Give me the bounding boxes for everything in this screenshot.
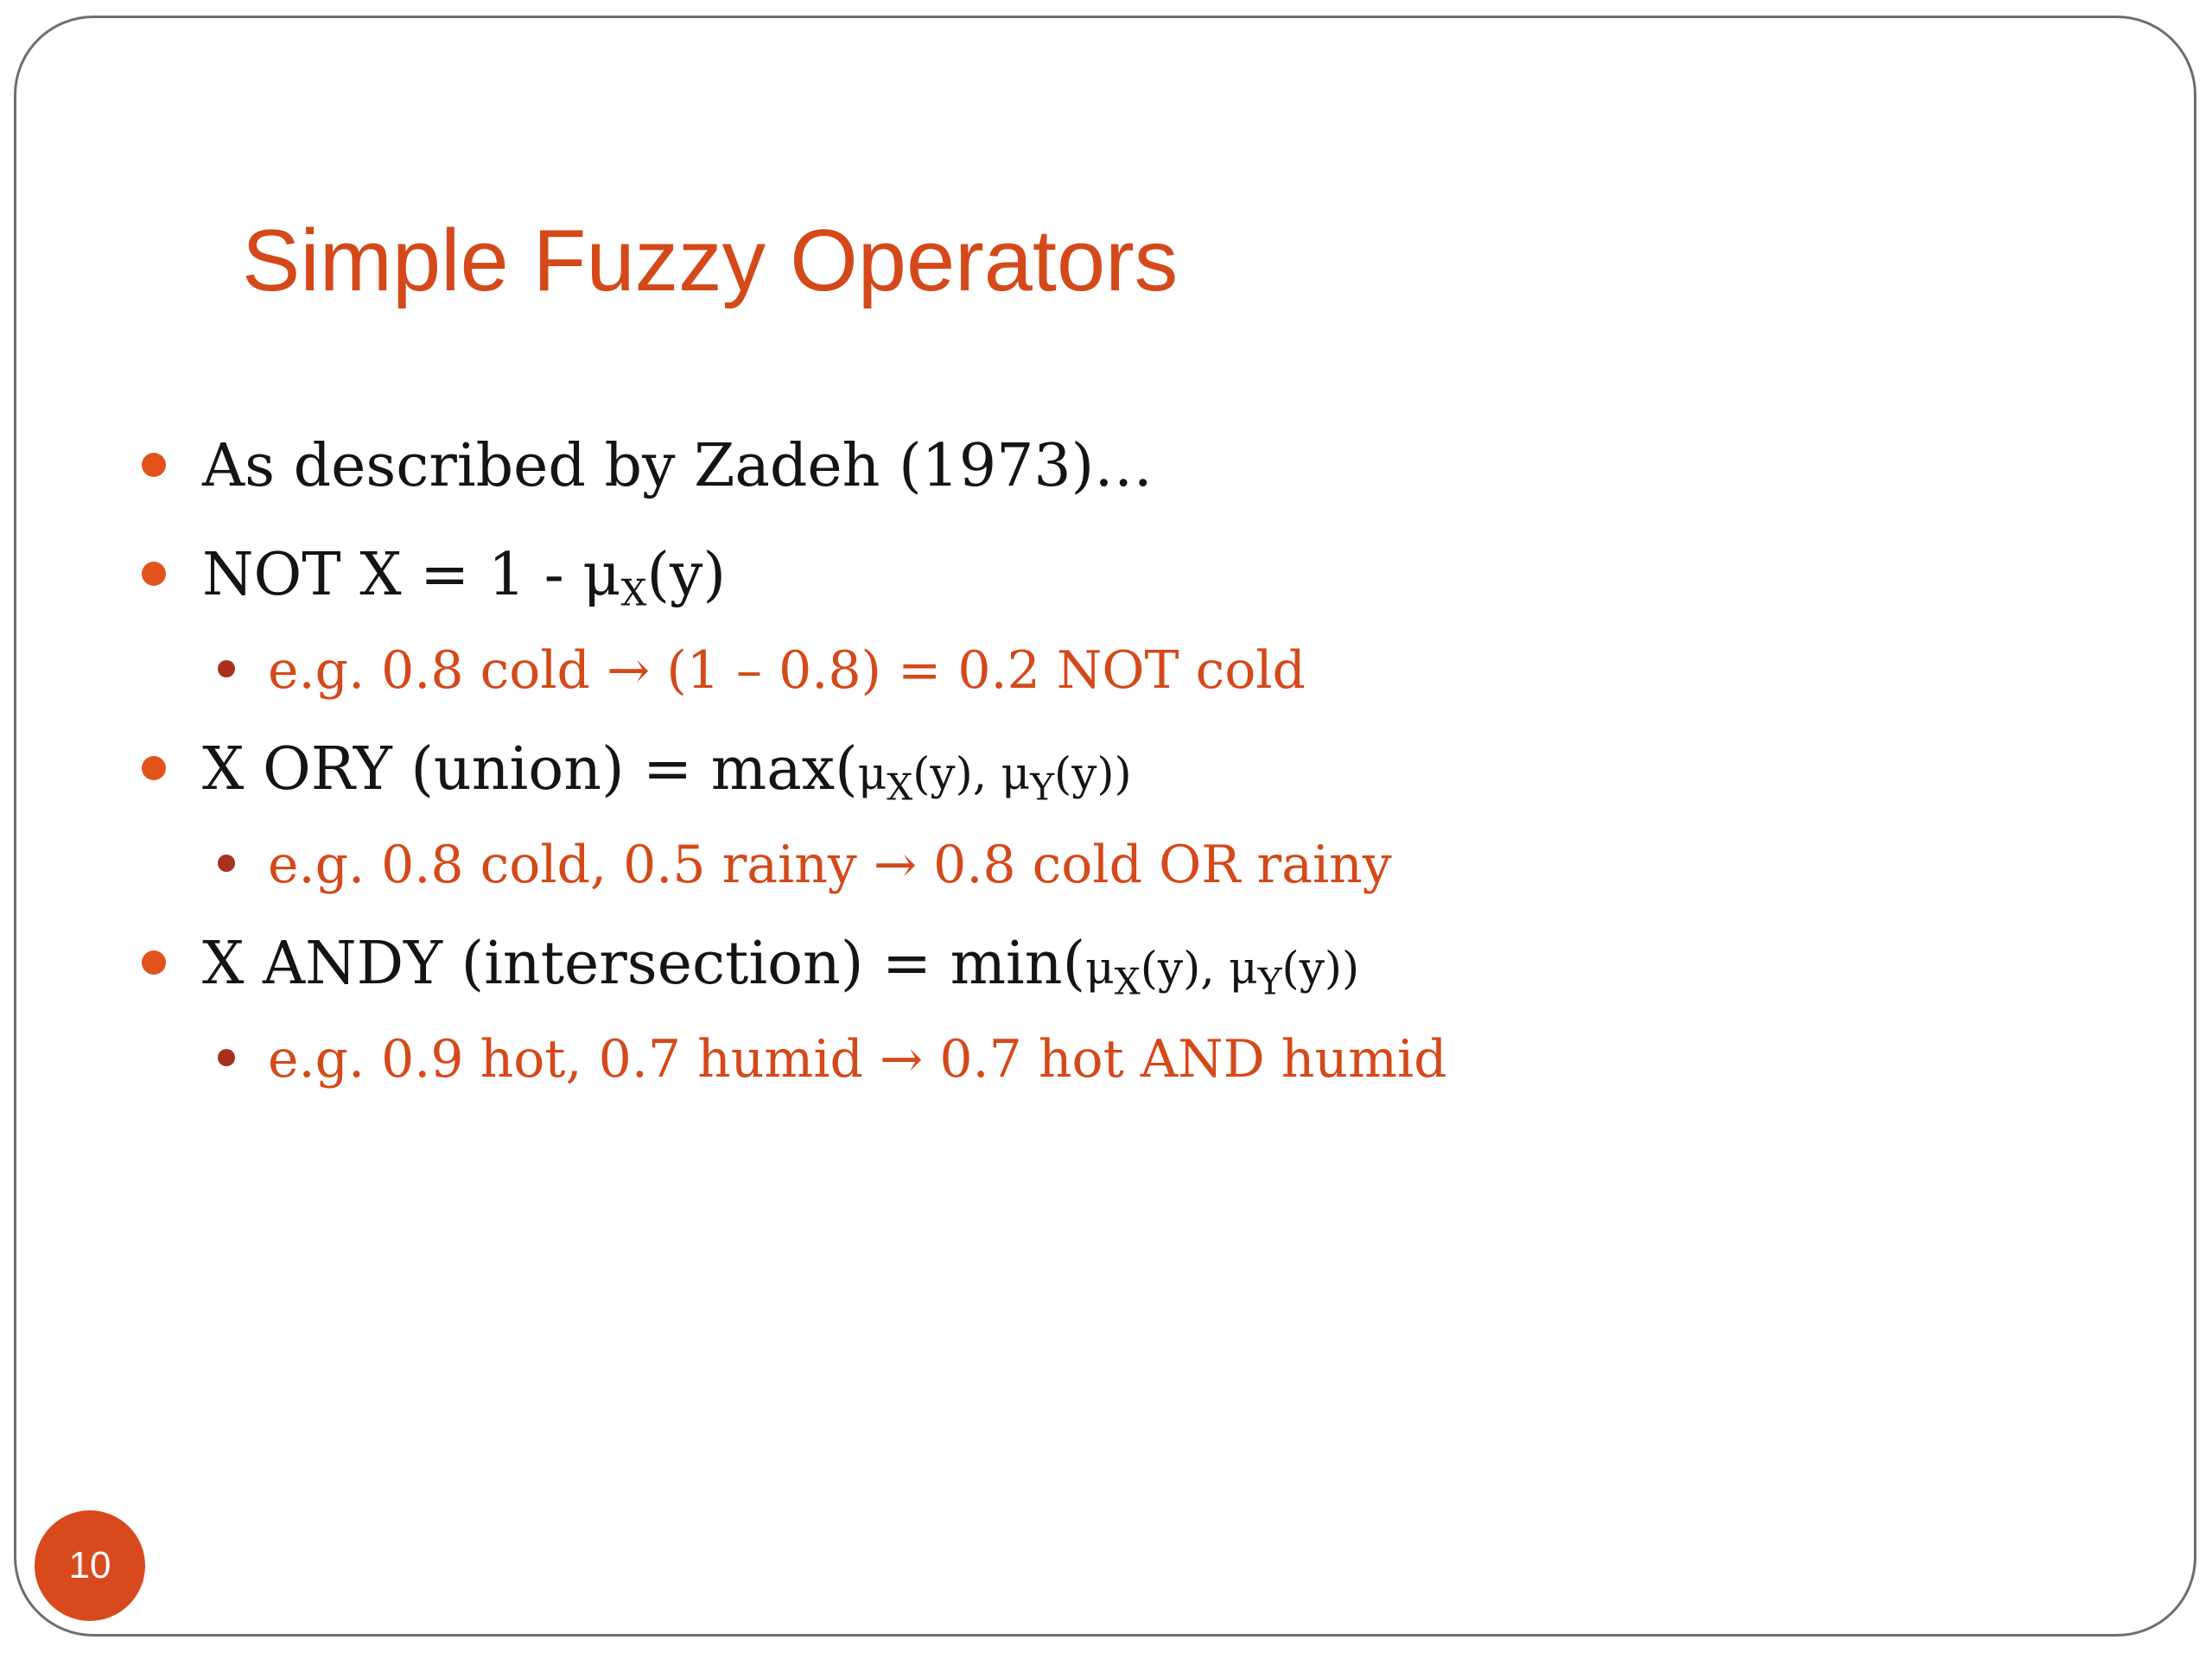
formula-subscript: X (1114, 960, 1141, 1003)
bullet-text: As described by Zadeh (1973)… (202, 432, 1154, 500)
example-text: e.g. 0.8 cold → (1 – 0.8) = 0.2 NOT cold (268, 640, 1306, 701)
bullet-or: X ORY (union) = max(μX(y), μY(y)) (202, 741, 1132, 806)
bullet-and: X ANDY (intersection) = min(μX(y), μY(y)… (202, 935, 1360, 1001)
page-number: 10 (68, 1544, 111, 1586)
formula-lead: X ANDY (intersection) = min( (202, 930, 1086, 998)
sub-bullet-dot (218, 855, 235, 872)
slide-frame (14, 16, 2196, 1637)
bullet-dot (142, 562, 166, 586)
formula-tail: (y) (646, 541, 726, 609)
formula-mu: μ (1085, 943, 1115, 995)
example-and: e.g. 0.9 hot, 0.7 humid → 0.7 hot AND hu… (268, 1033, 1447, 1085)
example-or: e.g. 0.8 cold, 0.5 rainy → 0.8 cold OR r… (268, 839, 1392, 891)
example-not: e.g. 0.8 cold → (1 – 0.8) = 0.2 NOT cold (268, 645, 1306, 696)
page-number-badge: 10 (35, 1510, 145, 1621)
example-text: e.g. 0.8 cold, 0.5 rainy → 0.8 cold OR r… (268, 835, 1392, 895)
bullet-dot (142, 453, 166, 477)
sub-bullet-dot (218, 1049, 235, 1066)
formula-tail: (y)) (1281, 943, 1360, 995)
formula-mid: (y), μ (1140, 943, 1258, 995)
formula-subscript: Y (1257, 960, 1282, 1003)
formula-tail: (y)) (1054, 748, 1132, 800)
bullet-dot (142, 756, 166, 780)
bullet-dot (142, 950, 166, 975)
slide-title: Simple Fuzzy Operators (242, 213, 1179, 309)
sub-bullet-dot (218, 660, 235, 677)
formula-subscript: X (887, 766, 913, 809)
bullet-not: NOT X = 1 - μX(y) (202, 546, 726, 612)
formula-lead: NOT X = 1 - μ (202, 541, 621, 609)
formula-lead: X ORY (union) = max( (202, 735, 858, 804)
formula-subscript: Y (1030, 766, 1055, 809)
formula-mid: (y), μ (912, 748, 1031, 800)
formula-mu: μ (857, 748, 887, 800)
bullet-zadeh: As described by Zadeh (1973)… (202, 437, 1153, 496)
formula-subscript: X (620, 571, 647, 614)
example-text: e.g. 0.9 hot, 0.7 humid → 0.7 hot AND hu… (268, 1029, 1447, 1090)
